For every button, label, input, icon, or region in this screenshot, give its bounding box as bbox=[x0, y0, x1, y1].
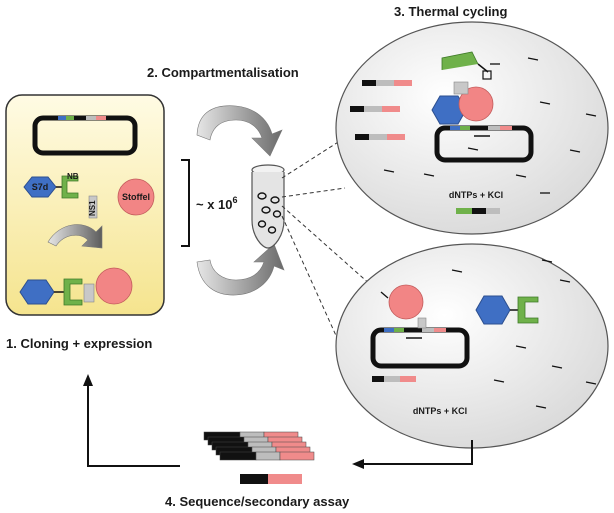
nb-bracket bbox=[61, 175, 79, 199]
plasmid-in-cell bbox=[32, 115, 138, 156]
template-strands-top bbox=[350, 80, 412, 140]
droplet-bottom: dNTPs + KCl bbox=[335, 243, 609, 449]
assembly-arrow-icon bbox=[47, 224, 103, 249]
s7d-label: S7d bbox=[32, 182, 49, 192]
multiplier-brace bbox=[181, 159, 190, 247]
stoffel-label: Stoffel bbox=[122, 192, 150, 202]
ns1-label: NS1 bbox=[88, 200, 97, 216]
fusion-protein bbox=[19, 267, 133, 306]
primers-bottom bbox=[451, 259, 597, 409]
step-2-label: 2. Compartmentalisation bbox=[147, 65, 299, 80]
nb-label: NB bbox=[67, 172, 79, 181]
step-1-label: 1. Cloning + expression bbox=[6, 336, 152, 351]
emulsion-tube bbox=[251, 164, 285, 249]
stoffel-circle bbox=[117, 178, 155, 216]
reaction-label-bottom: dNTPs + KCl bbox=[413, 406, 467, 416]
top-cycle-arrow-icon bbox=[196, 105, 283, 157]
feedback-arrow bbox=[83, 374, 180, 467]
primers-top bbox=[383, 57, 597, 194]
droplet-top: dNTPs + KCl bbox=[335, 21, 609, 235]
step-3-label: 3. Thermal cycling bbox=[394, 4, 507, 19]
ns1-box bbox=[88, 195, 98, 219]
expression-cell: S7d NB NS1 Stoffel bbox=[5, 94, 165, 316]
sequence-stack bbox=[203, 431, 315, 484]
zoom-lines bbox=[281, 129, 373, 341]
reaction-label-top: dNTPs + KCl bbox=[449, 190, 503, 200]
bottom-cycle-arrow-icon bbox=[196, 243, 285, 296]
multiplier-label: ~ x 106 bbox=[196, 195, 238, 212]
step-4-label: 4. Sequence/secondary assay bbox=[165, 494, 350, 509]
droplet-to-sequence-arrow bbox=[352, 440, 473, 469]
